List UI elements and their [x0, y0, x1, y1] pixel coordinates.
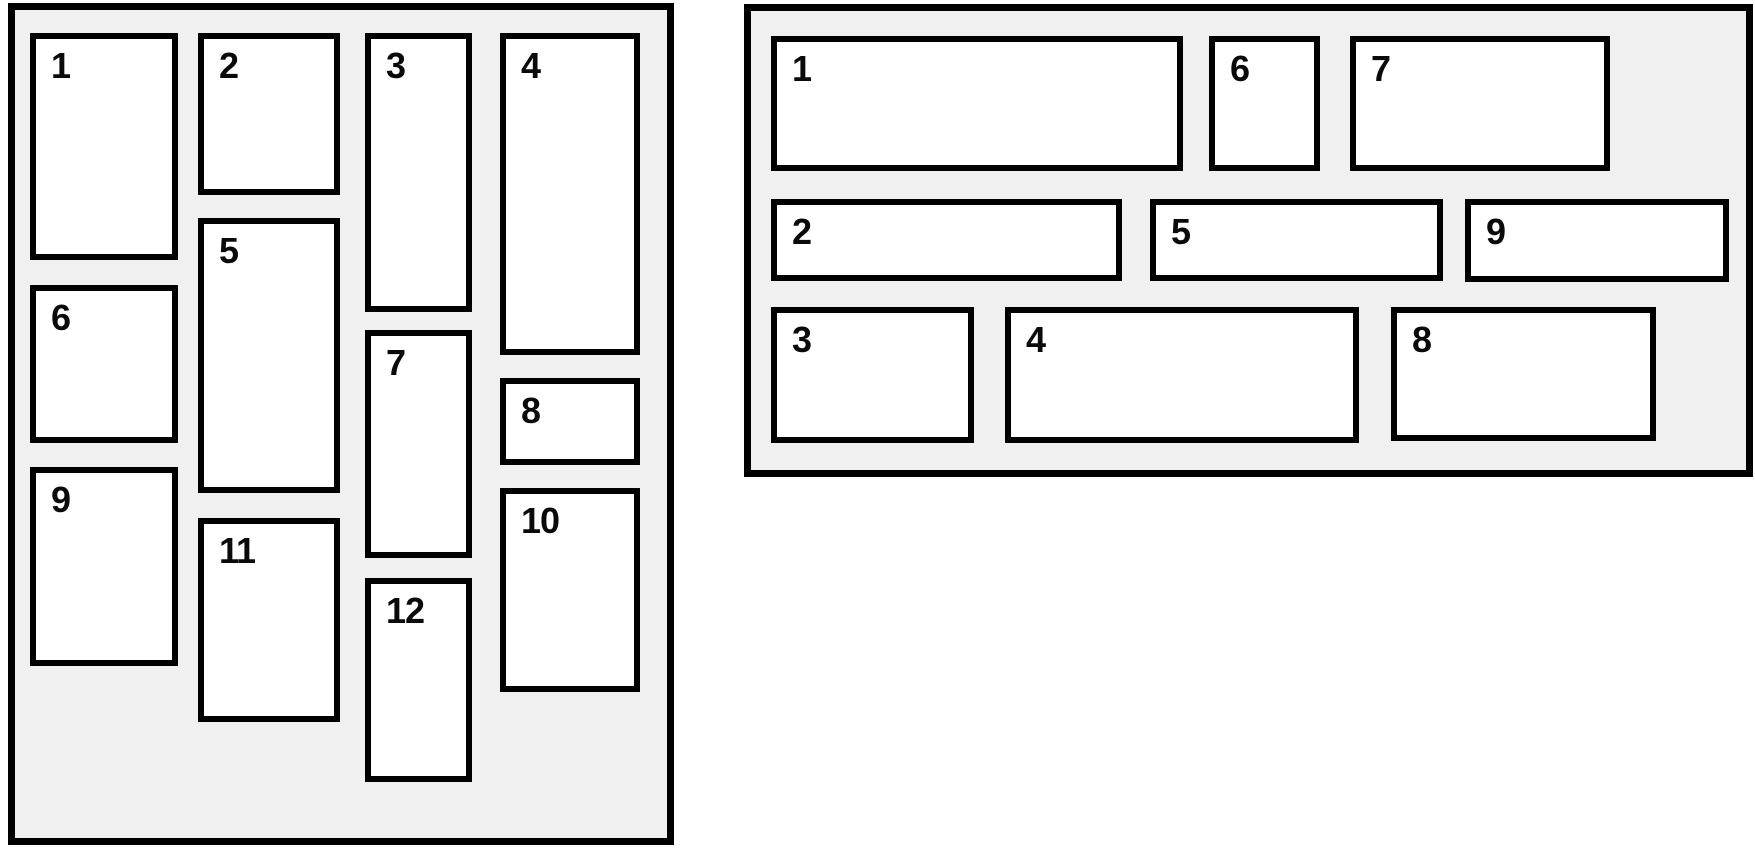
masonry-item-label: 5 — [1171, 211, 1191, 252]
masonry-item-label: 7 — [386, 342, 406, 383]
masonry-item-label: 1 — [792, 48, 812, 89]
vertical-masonry-item-3: 3 — [365, 33, 472, 312]
horizontal-masonry-item-2: 2 — [771, 199, 1122, 281]
masonry-item-label: 2 — [792, 211, 812, 252]
masonry-item-label: 1 — [51, 45, 71, 86]
horizontal-masonry-item-4: 4 — [1005, 307, 1359, 443]
masonry-item-label: 9 — [51, 479, 71, 520]
masonry-item-label: 6 — [1230, 48, 1250, 89]
vertical-masonry-item-1: 1 — [30, 33, 178, 260]
horizontal-masonry-item-5: 5 — [1150, 199, 1443, 281]
vertical-masonry-item-12: 12 — [365, 578, 472, 782]
vertical-masonry-item-8: 8 — [500, 378, 640, 465]
masonry-item-label: 8 — [521, 390, 541, 431]
masonry-item-label: 7 — [1371, 48, 1391, 89]
horizontal-masonry-item-3: 3 — [771, 307, 974, 443]
masonry-item-label: 5 — [219, 230, 239, 271]
horizontal-masonry-item-1: 1 — [771, 36, 1183, 171]
vertical-masonry-item-9: 9 — [30, 467, 178, 666]
vertical-masonry-item-10: 10 — [500, 488, 640, 692]
masonry-item-label: 6 — [51, 297, 71, 338]
vertical-masonry-item-7: 7 — [365, 330, 472, 558]
masonry-item-label: 12 — [386, 590, 425, 631]
horizontal-masonry-item-8: 8 — [1391, 307, 1656, 441]
masonry-item-label: 9 — [1486, 211, 1506, 252]
masonry-item-label: 2 — [219, 45, 239, 86]
vertical-masonry-item-4: 4 — [500, 33, 640, 355]
horizontal-masonry-panel: 1 2 3 4 5 6 7 8 9 — [744, 4, 1753, 477]
horizontal-masonry-item-9: 9 — [1465, 199, 1729, 282]
vertical-masonry-item-11: 11 — [198, 518, 340, 722]
masonry-item-label: 3 — [792, 319, 812, 360]
masonry-item-label: 4 — [521, 45, 541, 86]
vertical-masonry-item-5: 5 — [198, 218, 340, 493]
vertical-masonry-item-6: 6 — [30, 285, 178, 443]
masonry-item-label: 8 — [1412, 319, 1432, 360]
masonry-item-label: 4 — [1026, 319, 1046, 360]
masonry-item-label: 10 — [521, 500, 560, 541]
horizontal-masonry-item-7: 7 — [1350, 36, 1610, 171]
masonry-item-label: 11 — [219, 530, 256, 571]
vertical-masonry-item-2: 2 — [198, 33, 340, 195]
masonry-item-label: 3 — [386, 45, 406, 86]
horizontal-masonry-item-6: 6 — [1209, 36, 1320, 171]
